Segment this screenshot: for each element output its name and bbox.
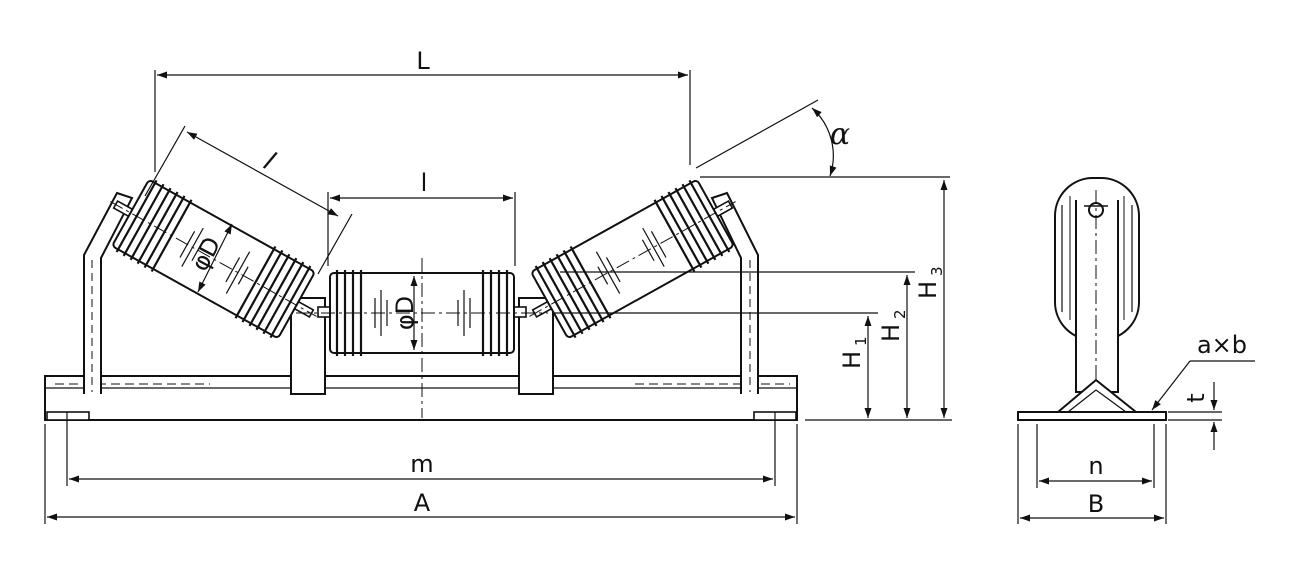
label-phiD-center: φD	[391, 296, 419, 330]
label-alpha: α	[830, 117, 850, 152]
label-l-inclined: l	[259, 147, 281, 177]
label-H1: H 1	[838, 336, 870, 369]
label-A: A	[414, 489, 431, 517]
front-dimensions	[44, 70, 952, 524]
label-t: t	[1182, 393, 1210, 402]
svg-text:2: 2	[891, 309, 909, 319]
label-H3: H 3	[914, 266, 946, 299]
side-view	[1017, 177, 1167, 421]
svg-text:H: H	[838, 351, 866, 369]
label-m: m	[410, 450, 433, 478]
front-view	[44, 179, 798, 421]
label-L: L	[416, 47, 430, 75]
svg-text:3: 3	[928, 266, 946, 276]
svg-text:H: H	[877, 324, 905, 342]
right-bracket	[710, 191, 759, 394]
svg-text:1: 1	[852, 336, 870, 346]
label-l-center: l	[421, 169, 428, 197]
svg-text:H: H	[914, 281, 942, 299]
label-H2: H 2	[877, 309, 909, 342]
right-wing-roller	[529, 179, 736, 339]
label-B: B	[1088, 490, 1104, 518]
side-dimensions	[1017, 360, 1255, 524]
left-bracket	[83, 191, 134, 394]
label-n: n	[1088, 452, 1103, 480]
center-roller	[296, 258, 548, 418]
label-axb: a×b	[1197, 331, 1247, 359]
base-frame	[44, 375, 798, 421]
